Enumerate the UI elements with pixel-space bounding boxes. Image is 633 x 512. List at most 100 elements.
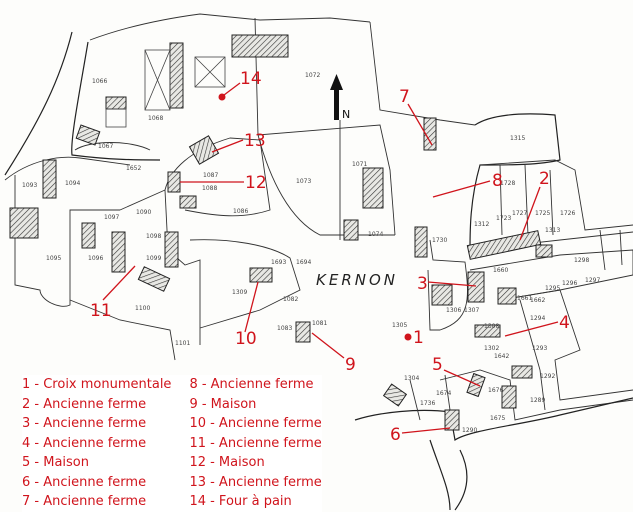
marker-14: 14 [240,69,262,89]
parcel-number: 1727 [512,210,527,217]
north-label: N [342,108,350,121]
marker-13: 13 [244,131,266,151]
parcel-number: 1293 [532,345,547,352]
legend-column-right: 8 - Ancienne ferme 9 - Maison 10 - Ancie… [189,375,321,512]
parcel-number: 1087 [203,172,218,179]
marker-6: 6 [390,425,401,445]
parcel-number: 1309 [232,289,247,296]
buildings [9,34,553,431]
parcel-number: 1295 [545,285,560,292]
legend-item: 7 - Ancienne ferme [22,494,147,509]
parcel-number: 1736 [420,400,435,407]
parcel-number: 1661 [517,295,532,302]
legend-item: 12 - Maison [189,455,265,470]
parcel-number: 1068 [148,115,163,122]
parcel-number: 1292 [540,373,555,380]
parcel-number: 1725 [535,210,550,217]
parcel-number: 1296 [562,280,577,287]
parcel-numbers: 1066 1068 1067 1093 1094 1652 1097 1090 … [22,72,600,434]
parcel-number: 1094 [65,180,80,187]
parcel-number: 1652 [126,165,141,172]
parcel-number: 1308 [484,323,499,330]
marker-5: 5 [432,355,443,375]
parcel-number: 1723 [496,215,511,222]
parcel-boundaries [4,13,633,511]
parcel-number: 1083 [277,325,292,332]
parcel-number: 1074 [368,231,383,238]
legend-item: 3 - Ancienne ferme [22,416,147,431]
parcel-number: 1662 [530,297,545,304]
parcel-number: 1098 [146,233,161,240]
parcel-number: 1093 [22,182,37,189]
legend-item: 2 - Ancienne ferme [22,396,147,412]
parcel-number: 1101 [175,340,190,347]
marker-9: 9 [345,355,356,375]
parcel-number: 1290 [462,427,477,434]
legend-item: 6 - Ancienne ferme [22,474,147,490]
parcel-number: 1313 [545,227,560,234]
markers: 1 2 3 4 5 6 7 8 9 10 11 12 13 14 [90,69,570,445]
legend-item: 14 - Four à pain [189,494,292,509]
parcel-number: 1294 [530,315,545,322]
parcel-number: 1315 [510,135,525,142]
parcel-number: 1298 [574,257,589,264]
north-arrow: N [330,74,350,121]
parcel-number: 1730 [432,237,447,244]
parcel-number: 1726 [560,210,575,217]
parcel-number: 1289 [530,397,545,404]
marker-3: 3 [417,274,428,294]
legend-item: 10 - Ancienne ferme [189,416,322,431]
legend-item: 1 - Croix monumentale [22,377,172,392]
parcel-number: 1067 [98,143,113,150]
parcel-number: 1304 [404,375,419,382]
marker-dot [218,93,226,101]
marker-4: 4 [559,313,570,333]
parcel-number: 1674 [436,390,451,397]
marker-dot [404,333,412,341]
parcel-number: 1096 [88,255,103,262]
marker-12: 12 [245,173,267,193]
legend-column-left: 1 - Croix monumentale 2 - Ancienne ferme… [22,375,171,512]
parcel-number: 1693 [271,259,286,266]
parcel-number: 1088 [202,185,217,192]
place-name-label: KERNON [316,271,398,289]
legend-item: 9 - Maison [189,396,257,412]
parcel-number: 1095 [46,255,61,262]
parcel-number: 1675 [490,415,505,422]
parcel-number: 1302 [484,345,499,352]
legend-item: 4 - Ancienne ferme [22,435,147,451]
parcel-number: 1676 [488,387,503,394]
legend-item: 11 - Ancienne ferme [189,435,322,451]
parcel-number: 1100 [135,305,150,312]
legend: 1 - Croix monumentale 2 - Ancienne ferme… [22,375,322,512]
parcel-number: 1694 [296,259,311,266]
parcel-number: 1305 [392,322,407,329]
marker-1: 1 [413,328,424,348]
marker-7: 7 [399,87,410,107]
parcel-number: 1660 [493,267,508,274]
parcel-number: 1073 [296,178,311,185]
marker-2: 2 [539,169,550,189]
legend-item: 13 - Ancienne ferme [189,474,322,490]
parcel-number: 1072 [305,72,320,79]
parcel-number: 1066 [92,78,107,85]
marker-10: 10 [235,329,257,349]
parcel-number: 1086 [233,208,248,215]
parcel-number: 1306 [446,307,461,314]
parcel-number: 1082 [283,296,298,303]
parcel-number: 1312 [474,221,489,228]
parcel-number: 1081 [312,320,327,327]
marker-8: 8 [492,171,503,191]
parcel-number: 1097 [104,214,119,221]
legend-item: 8 - Ancienne ferme [189,377,314,392]
parcel-number: 1071 [352,161,367,168]
legend-item: 5 - Maison [22,455,89,470]
parcel-number: 1297 [585,277,600,284]
parcel-number: 1099 [146,255,161,262]
parcel-number: 1307 [464,307,479,314]
marker-11: 11 [90,301,112,321]
parcel-number: 1090 [136,209,151,216]
parcel-number: 1728 [500,180,515,187]
